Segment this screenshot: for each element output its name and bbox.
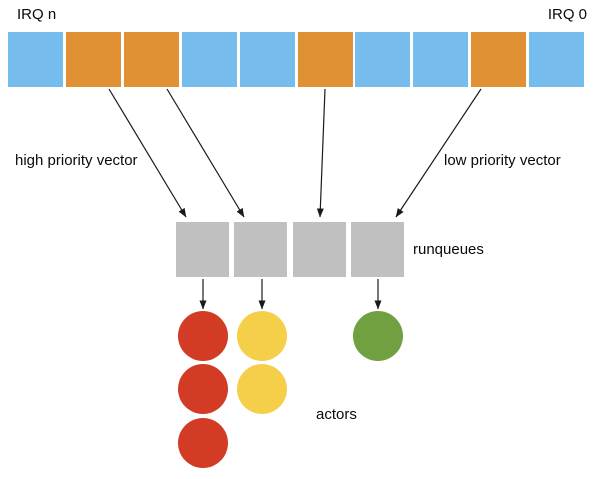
irq-cell-5-orange [297, 32, 353, 87]
arrow-irq-cell-2-to-runqueue-1 [166, 88, 245, 218]
runqueues-label: runqueues [413, 241, 484, 258]
low-priority-vector-label: low priority vector [444, 152, 561, 169]
irq-cell-8-orange [471, 32, 527, 87]
actors-label: actors [316, 406, 357, 423]
arrow-irq-cell-5-to-runqueue-2 [316, 88, 326, 218]
irq-cell-2-orange [123, 32, 179, 87]
irq-cell-6-blue [355, 32, 411, 87]
runqueue-1 [234, 222, 288, 277]
actor-red-0 [178, 311, 228, 361]
irq-cell-4-blue [239, 32, 295, 87]
high-priority-vector-label: high priority vector [15, 152, 138, 169]
irq-cell-0-blue [8, 32, 63, 87]
irq-0-label: IRQ 0 [547, 6, 587, 23]
actor-red-1 [178, 364, 228, 415]
runqueue-0 [176, 222, 229, 277]
actor-red-2 [178, 417, 228, 468]
irq-cell-3-blue [181, 32, 237, 87]
actor-yellow-1 [237, 364, 287, 415]
actor-yellow-0 [237, 311, 287, 361]
runqueue-3 [351, 222, 405, 277]
actor-green-0 [353, 311, 403, 361]
irq-n-label: IRQ n [17, 6, 57, 23]
irq-cell-9-blue [529, 32, 585, 87]
irq-cell-7-blue [413, 32, 469, 87]
irq-cell-1-orange [65, 32, 121, 87]
runqueue-2 [292, 222, 346, 277]
